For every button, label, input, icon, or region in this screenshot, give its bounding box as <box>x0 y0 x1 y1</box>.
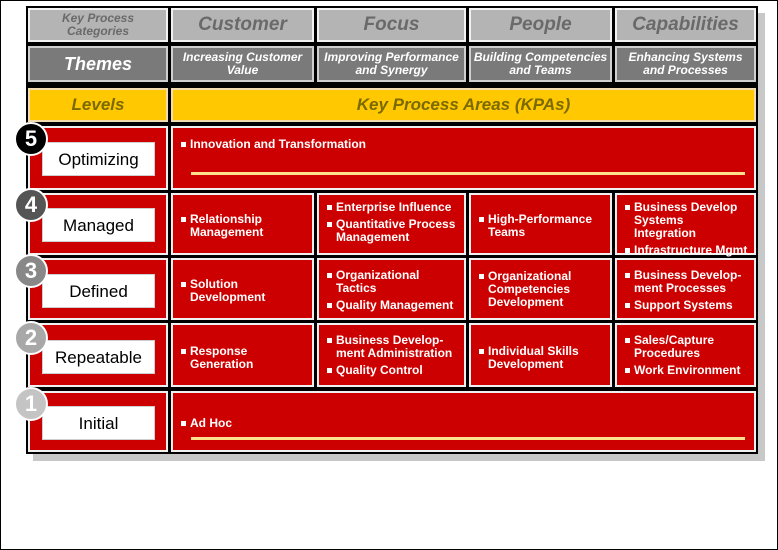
kpa-item: Organizational Tactics <box>327 269 427 295</box>
level-4-badge: 4 <box>14 188 48 222</box>
kpa-underline <box>191 437 745 440</box>
kpa-item: Sales/Capture Procedures <box>625 334 725 360</box>
kpa-item: High-Performance Teams <box>479 213 604 239</box>
kpa-underline <box>191 172 745 175</box>
kpa-item: Relationship Management <box>181 213 306 239</box>
level-3-cell: Defined <box>28 258 168 320</box>
category-focus: Focus <box>317 8 466 42</box>
level-name: Defined <box>42 274 155 308</box>
level-name: Initial <box>42 406 155 440</box>
kpa-repeatable-people: Individual Skills Development <box>469 323 612 387</box>
level-2-cell: Repeatable <box>28 323 168 387</box>
kpa-initial: Ad Hoc <box>171 391 756 452</box>
level-2-badge: 2 <box>14 321 48 355</box>
category-customer: Customer <box>171 8 314 42</box>
level-name: Managed <box>42 208 155 242</box>
theme-people: Building Competencies and Teams <box>469 46 612 82</box>
kpa-item: Quantitative Process Management <box>327 218 458 244</box>
kpa-managed-capabilities: Business Develop Systems Integration Inf… <box>615 193 756 257</box>
level-1-badge: 1 <box>14 387 48 421</box>
themes-header: Themes <box>28 46 168 82</box>
kpa-item: Business Develop Systems Integration <box>625 201 748 240</box>
levels-header: Levels <box>28 88 168 122</box>
kpa-item: Infrastructure Mgmt <box>625 244 747 257</box>
level-4-cell: Managed <box>28 193 168 255</box>
level-3-badge: 3 <box>14 254 48 288</box>
kpa-defined-customer: Solution Development <box>171 258 314 320</box>
level-name: Optimizing <box>42 142 155 176</box>
level-name: Repeatable <box>42 340 155 374</box>
kpa-repeatable-focus: Business Develop-ment Administration Qua… <box>317 323 466 387</box>
kpa-defined-people: Organizational Competencies Development <box>469 258 612 320</box>
theme-focus: Improving Performance and Synergy <box>317 46 466 82</box>
kpa-defined-focus: Organizational Tactics Quality Managemen… <box>317 258 466 320</box>
kpa-item: Response Generation <box>181 345 261 371</box>
kpa-repeatable-customer: Response Generation <box>171 323 314 387</box>
category-people: People <box>469 8 612 42</box>
kpa-item: Work Environment <box>625 364 740 377</box>
kpa-item: Quality Control <box>327 364 423 377</box>
level-5-badge: 5 <box>14 122 48 156</box>
kpa-item: Support Systems <box>625 299 733 312</box>
kpa-item: Business Develop-ment Processes <box>625 269 748 295</box>
kpa-matrix: Key Process Categories Customer Focus Pe… <box>26 6 758 454</box>
kpa-item: Innovation and Transformation <box>181 138 366 151</box>
category-capabilities: Capabilities <box>615 8 756 42</box>
theme-customer: Increasing Customer Value <box>171 46 314 82</box>
kpa-item: Quality Management <box>327 299 453 312</box>
kpa-header: Key Process Areas (KPAs) <box>171 88 756 122</box>
kpa-item: Individual Skills Development <box>479 345 604 371</box>
level-1-cell: Initial <box>28 391 168 452</box>
kpa-item: Enterprise Influence <box>327 201 451 214</box>
kpa-item: Business Develop-ment Administration <box>327 334 458 360</box>
kpa-optimizing: Innovation and Transformation <box>171 126 756 190</box>
kpa-managed-customer: Relationship Management <box>171 193 314 255</box>
kpa-item: Organizational Competencies Development <box>479 270 581 309</box>
kpa-item: Solution Development <box>181 278 306 304</box>
kpa-managed-focus: Enterprise Influence Quantitative Proces… <box>317 193 466 255</box>
kpa-repeatable-capabilities: Sales/Capture Procedures Work Environmen… <box>615 323 756 387</box>
kpa-item: Ad Hoc <box>181 417 232 430</box>
theme-capabilities: Enhancing Systems and Processes <box>615 46 756 82</box>
categories-header: Key Process Categories <box>28 8 168 42</box>
kpa-managed-people: High-Performance Teams <box>469 193 612 255</box>
level-5-cell: Optimizing <box>28 126 168 190</box>
kpa-defined-capabilities: Business Develop-ment Processes Support … <box>615 258 756 320</box>
